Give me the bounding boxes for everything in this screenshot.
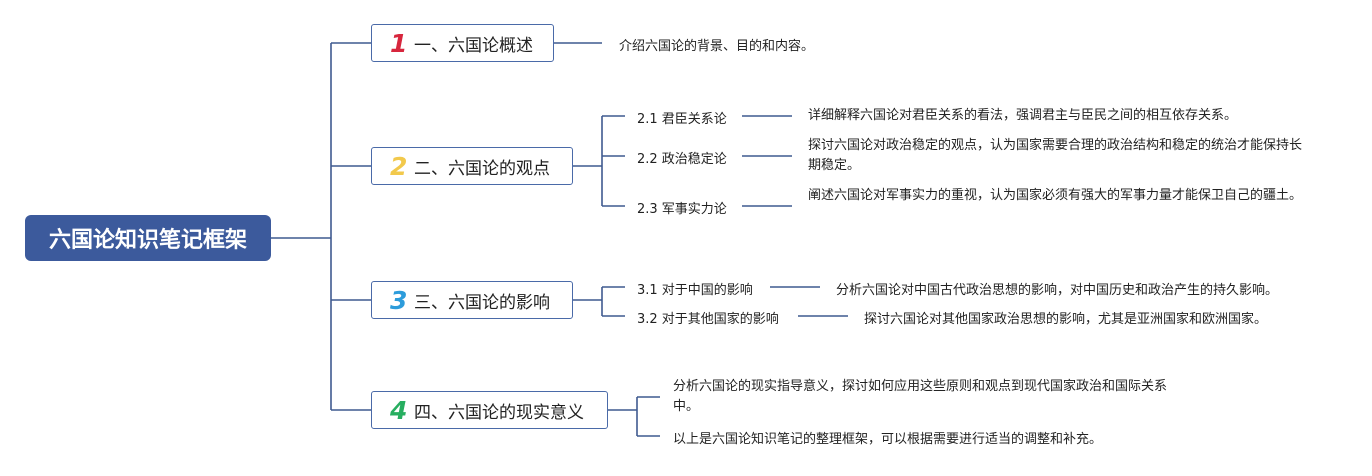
sub-2-3-label[interactable]: 2.3 军事实力论	[637, 202, 727, 217]
root-node[interactable]: 六国论知识笔记框架	[25, 215, 271, 261]
section-4-number: 4	[390, 395, 408, 425]
note-4-2: 以上是六国论知识笔记的整理框架，可以根据需要进行适当的调整和补充。	[673, 432, 1103, 447]
section-2-title: 二、六国论的观点	[414, 158, 550, 179]
root-title: 六国论知识笔记框架	[48, 228, 247, 253]
sub-2-3-desc: 阐述六国论对军事实力的重视，认为国家必须有强大的军事力量才能保卫自己的疆土。	[808, 188, 1303, 203]
sub-2-2-desc: 探讨六国论对政治稳定的观点，认为国家需要合理的政治结构和稳定的统治才能保持长期稳…	[808, 138, 1303, 173]
sub-3-2-label[interactable]: 3.2 对于其他国家的影响	[637, 312, 779, 327]
section-1-title: 一、六国论概述	[414, 35, 533, 56]
section-1-node[interactable]: 1 一、六国论概述	[371, 24, 554, 62]
section-3-node[interactable]: 3 三、六国论的影响	[371, 281, 573, 319]
section-4-node[interactable]: 4 四、六国论的现实意义	[371, 391, 608, 429]
note-4-1: 分析六国论的现实指导意义，探讨如何应用这些原则和观点到现代国家政治和国际关系中。	[673, 379, 1168, 414]
section-1-number: 1	[390, 28, 408, 58]
sub-2-1-label[interactable]: 2.1 君臣关系论	[637, 112, 727, 127]
section-1-desc: 介绍六国论的背景、目的和内容。	[619, 39, 815, 54]
section-2-number: 2	[390, 151, 408, 181]
sub-3-1-desc: 分析六国论对中国古代政治思想的影响，对中国历史和政治产生的持久影响。	[836, 283, 1279, 298]
section-2-node[interactable]: 2 二、六国论的观点	[371, 147, 573, 185]
section-4-title: 四、六国论的现实意义	[414, 402, 584, 423]
section-3-number: 3	[390, 285, 408, 315]
sub-2-2-label[interactable]: 2.2 政治稳定论	[637, 152, 727, 167]
sub-3-2-desc: 探讨六国论对其他国家政治思想的影响，尤其是亚洲国家和欧洲国家。	[864, 312, 1268, 327]
sub-2-1-desc: 详细解释六国论对君臣关系的看法，强调君主与臣民之间的相互依存关系。	[808, 108, 1238, 123]
sub-3-1-label[interactable]: 3.1 对于中国的影响	[637, 283, 753, 298]
section-3-title: 三、六国论的影响	[414, 292, 550, 313]
